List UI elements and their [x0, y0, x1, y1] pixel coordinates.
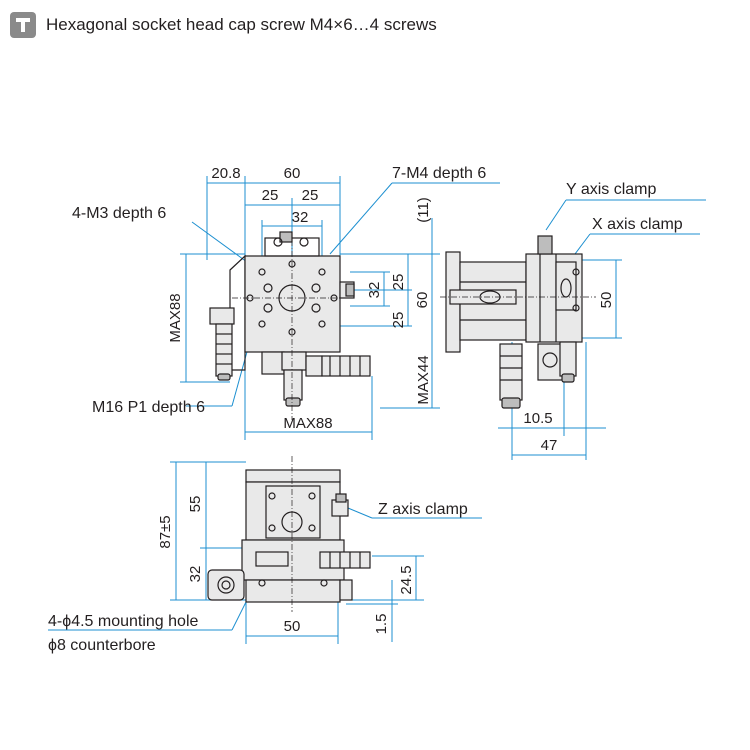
dim-60-top: 60 [284, 165, 301, 182]
dim-1-5: 1.5 [373, 614, 390, 635]
callout-m16: M16 P1 depth 6 [92, 399, 205, 416]
side-view: Y axis clamp X axis clamp 50 10.5 47 [440, 181, 706, 460]
dim-47: 47 [541, 437, 558, 454]
dim-87-5: 87±5 [157, 515, 174, 548]
dim-11: (11) [415, 197, 432, 223]
dim-32-vertical: 32 [366, 282, 383, 299]
dim-max88-vertical: MAX88 [167, 293, 184, 342]
callout-mounting-hole: 4-ϕ4.5 mounting hole [48, 613, 198, 630]
dim-50-side: 50 [598, 292, 615, 309]
dim-25-left: 25 [262, 187, 279, 204]
dim-25-upper: 25 [390, 274, 407, 291]
dim-60-vertical: 60 [414, 292, 431, 309]
dim-32-top: 32 [292, 209, 309, 226]
dim-25-right: 25 [302, 187, 319, 204]
dim-50-front: 50 [284, 618, 301, 635]
callout-y-axis-clamp: Y axis clamp [566, 181, 657, 198]
dim-max44: MAX44 [415, 355, 432, 404]
callout-z-axis-clamp: Z axis clamp [378, 501, 468, 518]
callout-m3: 4-M3 depth 6 [72, 205, 166, 222]
dim-24-5: 24.5 [398, 565, 415, 594]
note-text: Hexagonal socket head cap screw M4×6…4 s… [46, 15, 437, 34]
callout-m4: 7-M4 depth 6 [392, 165, 486, 182]
dim-10-5: 10.5 [523, 410, 552, 427]
callout-x-axis-clamp: X axis clamp [592, 216, 683, 233]
screw-icon [10, 12, 36, 38]
top-view: 20.8 60 25 25 32 4-M3 depth 6 7-M4 depth… [72, 165, 500, 440]
dim-max88-horizontal: MAX88 [283, 415, 332, 432]
dim-32-front: 32 [187, 566, 204, 583]
dim-20-8: 20.8 [211, 165, 240, 182]
callout-counterbore: ϕ8 counterbore [48, 637, 156, 654]
dim-25-lower: 25 [390, 312, 407, 329]
dim-55: 55 [187, 496, 204, 513]
front-view: Z axis clamp 4-ϕ4.5 mounting hole ϕ8 cou… [48, 456, 482, 654]
note-header: Hexagonal socket head cap screw M4×6…4 s… [10, 12, 437, 38]
